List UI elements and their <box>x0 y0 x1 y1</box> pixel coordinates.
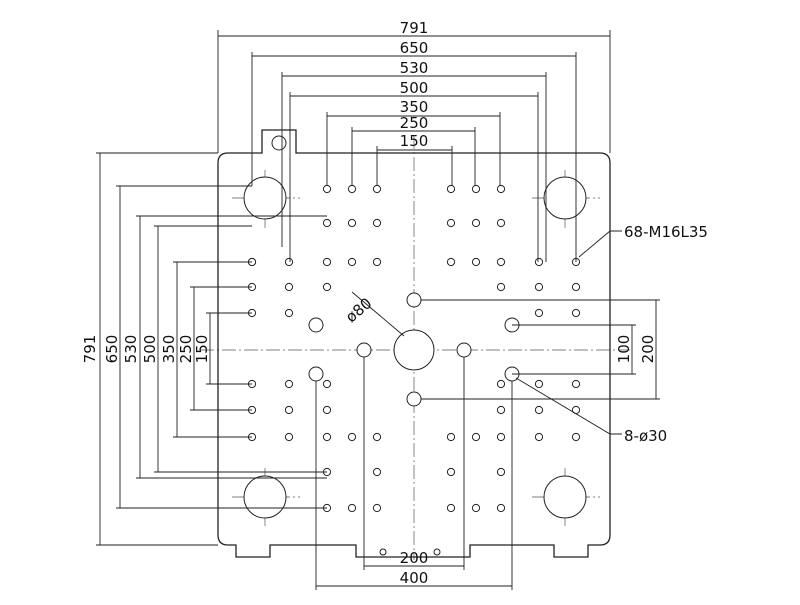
tapped-hole <box>284 432 294 442</box>
tapped-hole <box>322 432 332 442</box>
tapped-hole <box>347 503 357 513</box>
tapped-hole <box>284 282 294 292</box>
tapped-hole <box>347 218 357 228</box>
top-dim-791: 791 <box>400 19 429 37</box>
tapped-hole <box>496 184 506 194</box>
tapped-hole <box>372 503 382 513</box>
tapped-hole <box>372 184 382 194</box>
left-dim-500: 500 <box>141 335 159 364</box>
tapped-hole <box>284 308 294 318</box>
leaders <box>351 230 622 435</box>
tapped-hole <box>446 218 456 228</box>
tapped-hole <box>322 379 332 389</box>
top-dim-150: 150 <box>400 132 429 150</box>
left-dimension-labels: 791 650 530 500 350 250 150 <box>81 335 211 364</box>
tapped-hole <box>571 308 581 318</box>
tapped-hole <box>322 184 332 194</box>
tapped-hole <box>372 432 382 442</box>
tapped-hole <box>534 379 544 389</box>
tapped-hole <box>571 379 581 389</box>
tapped-hole <box>322 257 332 267</box>
tapped-hole <box>534 308 544 318</box>
top-dim-250: 250 <box>400 114 429 132</box>
tapped-hole <box>496 379 506 389</box>
tapped-hole <box>446 257 456 267</box>
tapped-hole <box>496 467 506 477</box>
tapped-hole <box>446 432 456 442</box>
bottom-dim-200: 200 <box>400 549 429 567</box>
tapped-hole <box>347 432 357 442</box>
tapped-hole <box>446 503 456 513</box>
tapped-hole <box>534 257 544 267</box>
platen-outline <box>217 129 611 558</box>
tapped-hole <box>284 405 294 415</box>
left-dim-350: 350 <box>160 335 178 364</box>
right-dim-200: 200 <box>639 335 657 364</box>
tapped-hole <box>372 218 382 228</box>
tapped-hole <box>471 503 481 513</box>
left-dim-530: 530 <box>122 335 140 364</box>
left-dim-250: 250 <box>177 335 195 364</box>
center-hole <box>393 329 435 371</box>
tapped-hole <box>571 432 581 442</box>
tapped-hole <box>534 432 544 442</box>
bottom-dim-400: 400 <box>400 569 429 587</box>
top-dimension-labels: 791 650 530 500 350 250 150 <box>400 19 429 150</box>
tapped-hole <box>471 218 481 228</box>
tapped-hole <box>571 282 581 292</box>
tapped-hole <box>322 282 332 292</box>
tapped-hole <box>496 503 506 513</box>
left-dim-791: 791 <box>81 335 99 364</box>
top-dim-530: 530 <box>400 59 429 77</box>
tapped-hole <box>471 257 481 267</box>
top-dimensions <box>217 30 611 262</box>
tapped-hole <box>347 257 357 267</box>
bottom-dimension-labels: 200 400 <box>400 549 429 587</box>
tapped-hole <box>322 405 332 415</box>
tapped-hole <box>496 218 506 228</box>
tapped-holes-label: 68-M16L35 <box>624 223 708 241</box>
tapped-hole <box>372 257 382 267</box>
tapped-hole <box>284 379 294 389</box>
tapped-hole <box>496 257 506 267</box>
tie-bar-holes <box>243 176 587 519</box>
tapped-hole <box>446 467 456 477</box>
tapped-hole <box>471 184 481 194</box>
tapped-hole <box>322 218 332 228</box>
right-dim-100: 100 <box>615 335 633 364</box>
top-dim-350: 350 <box>400 98 429 116</box>
left-dimensions <box>96 152 327 546</box>
top-dim-650: 650 <box>400 39 429 57</box>
tapped-hole <box>496 405 506 415</box>
tapped-hole <box>284 257 294 267</box>
bottom-dimensions <box>315 357 513 590</box>
left-dim-150: 150 <box>193 335 211 364</box>
right-dimension-labels: 100 200 <box>615 335 657 364</box>
tapped-hole <box>534 282 544 292</box>
tapped-hole <box>496 282 506 292</box>
tapped-hole <box>496 432 506 442</box>
top-dim-500: 500 <box>400 79 429 97</box>
tapped-hole <box>471 432 481 442</box>
tapped-hole <box>347 184 357 194</box>
tapped-hole <box>372 467 382 477</box>
left-dim-650: 650 <box>103 335 121 364</box>
through-holes-label: 8-ø30 <box>624 427 667 445</box>
tapped-hole <box>534 405 544 415</box>
right-dimensions <box>421 299 660 400</box>
center-hole-label: ø80 <box>342 294 375 326</box>
tapped-hole <box>446 184 456 194</box>
